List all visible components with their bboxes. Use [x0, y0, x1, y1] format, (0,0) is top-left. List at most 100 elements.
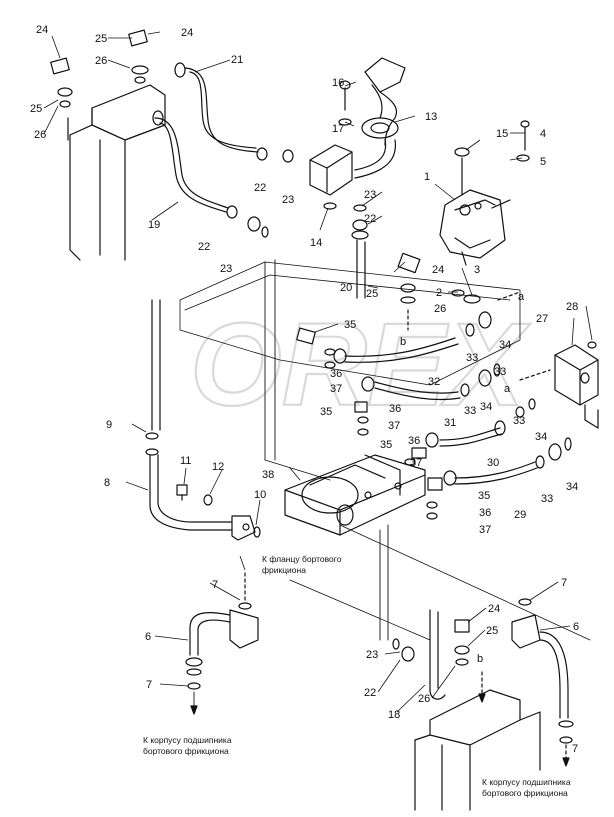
callout-6b: 6 [573, 621, 579, 633]
tube-18 [429, 609, 439, 691]
frame-outline [179, 261, 521, 386]
callout-28: 28 [566, 301, 578, 313]
callout-7a: 7 [212, 579, 218, 591]
callout-35c: 35 [380, 439, 392, 451]
callout-10: 10 [254, 489, 266, 501]
hose-32 [344, 337, 456, 357]
tube-21 [184, 67, 259, 153]
callout-37b: 37 [388, 420, 400, 432]
callout-36d: 36 [479, 507, 491, 519]
callout-32: 32 [428, 376, 440, 388]
callout-7c: 7 [146, 679, 152, 691]
upper-left-housing [67, 84, 166, 261]
callout-17: 17 [332, 123, 344, 135]
callout-15: 15 [496, 128, 508, 140]
connector-6-right [511, 598, 574, 744]
callout-22b: 22 [364, 213, 376, 225]
callout-24c: 24 [432, 264, 444, 276]
callout-38: 38 [262, 469, 274, 481]
callout-27: 27 [536, 313, 548, 325]
callout-23b: 23 [364, 189, 376, 201]
callout-25d: 25 [486, 625, 498, 637]
valve-plate-38 [284, 454, 426, 536]
callout-18: 18 [388, 709, 400, 721]
callout-34c: 34 [535, 431, 547, 443]
connector-6-left [185, 569, 259, 690]
callout-16: 16 [332, 77, 344, 89]
callout-36a: 36 [330, 368, 342, 380]
callout-21: 21 [231, 54, 243, 66]
callout-33c: 33 [464, 405, 476, 417]
callout-5: 5 [540, 156, 546, 168]
callout-35d: 35 [478, 490, 490, 502]
callout-3: 3 [474, 264, 480, 276]
callout-36b: 36 [389, 403, 401, 415]
callout-34d: 34 [566, 481, 578, 493]
callout-1: 1 [424, 171, 430, 183]
callout-33d: 33 [513, 415, 525, 427]
callout-20: 20 [340, 282, 352, 294]
callout-24d: 24 [488, 603, 500, 615]
hose-29 [454, 461, 536, 479]
callout-7b: 7 [561, 577, 567, 589]
hose-31 [374, 381, 459, 394]
callout-24b: 24 [181, 27, 193, 39]
callout-13: 13 [425, 111, 437, 123]
note-flange: К фланцу бортового фрикциона [262, 554, 342, 575]
callout-a2: a [504, 383, 511, 395]
callout-22a: 22 [254, 182, 266, 194]
callout-25b: 25 [30, 103, 42, 115]
lower-right-housing [414, 689, 541, 811]
pump-1 [439, 189, 511, 266]
callout-6a: 6 [145, 631, 151, 643]
callout-35a: 35 [344, 319, 356, 331]
callout-19: 19 [148, 219, 160, 231]
callout-22d: 22 [364, 687, 376, 699]
callout-35b: 35 [320, 406, 332, 418]
tube-8 [149, 454, 233, 531]
callout-b1: b [400, 336, 406, 348]
callout-14: 14 [310, 237, 322, 249]
callout-25c: 25 [366, 288, 378, 300]
callout-37c: 37 [410, 457, 422, 469]
callout-11: 11 [180, 455, 191, 467]
callout-30: 30 [487, 457, 499, 469]
callout-24a: 24 [36, 24, 48, 36]
callout-26b: 26 [34, 129, 46, 141]
callout-22c: 22 [198, 241, 210, 253]
callout-26d: 26 [418, 693, 430, 705]
callout-34b: 34 [480, 401, 492, 413]
callout-29: 29 [514, 509, 526, 521]
callout-23c: 23 [220, 263, 232, 275]
callout-26c: 26 [434, 303, 446, 315]
callout-2: 2 [436, 287, 442, 299]
note-bearing-left: К корпусу подшипника бортового фрикциона [143, 735, 232, 756]
callout-b2: b [477, 653, 483, 665]
callout-25a: 25 [95, 33, 107, 45]
callout-a1: a [518, 291, 525, 303]
callout-33a: 33 [466, 352, 478, 364]
callout-31: 31 [444, 417, 456, 429]
tube-19 [154, 117, 229, 209]
bracket-27 [554, 341, 599, 429]
valve-block-14 [309, 144, 353, 196]
callout-33e: 33 [541, 493, 553, 505]
callout-26a: 26 [95, 55, 107, 67]
callout-36c: 36 [408, 435, 420, 447]
callout-4: 4 [540, 128, 546, 140]
callout-7d: 7 [572, 743, 578, 755]
callout-12: 12 [212, 461, 224, 473]
callout-9: 9 [106, 419, 112, 431]
callout-8: 8 [104, 477, 110, 489]
callout-34a: 34 [499, 339, 511, 351]
callout-23a: 23 [282, 194, 294, 206]
callout-33b: 33 [494, 366, 506, 378]
callout-37d: 37 [479, 524, 491, 536]
callout-37a: 37 [330, 383, 342, 395]
note-bearing-right: К корпусу подшипника бортового фрикциона [482, 777, 571, 798]
hose-30 [439, 427, 501, 441]
callout-23d: 23 [366, 649, 378, 661]
